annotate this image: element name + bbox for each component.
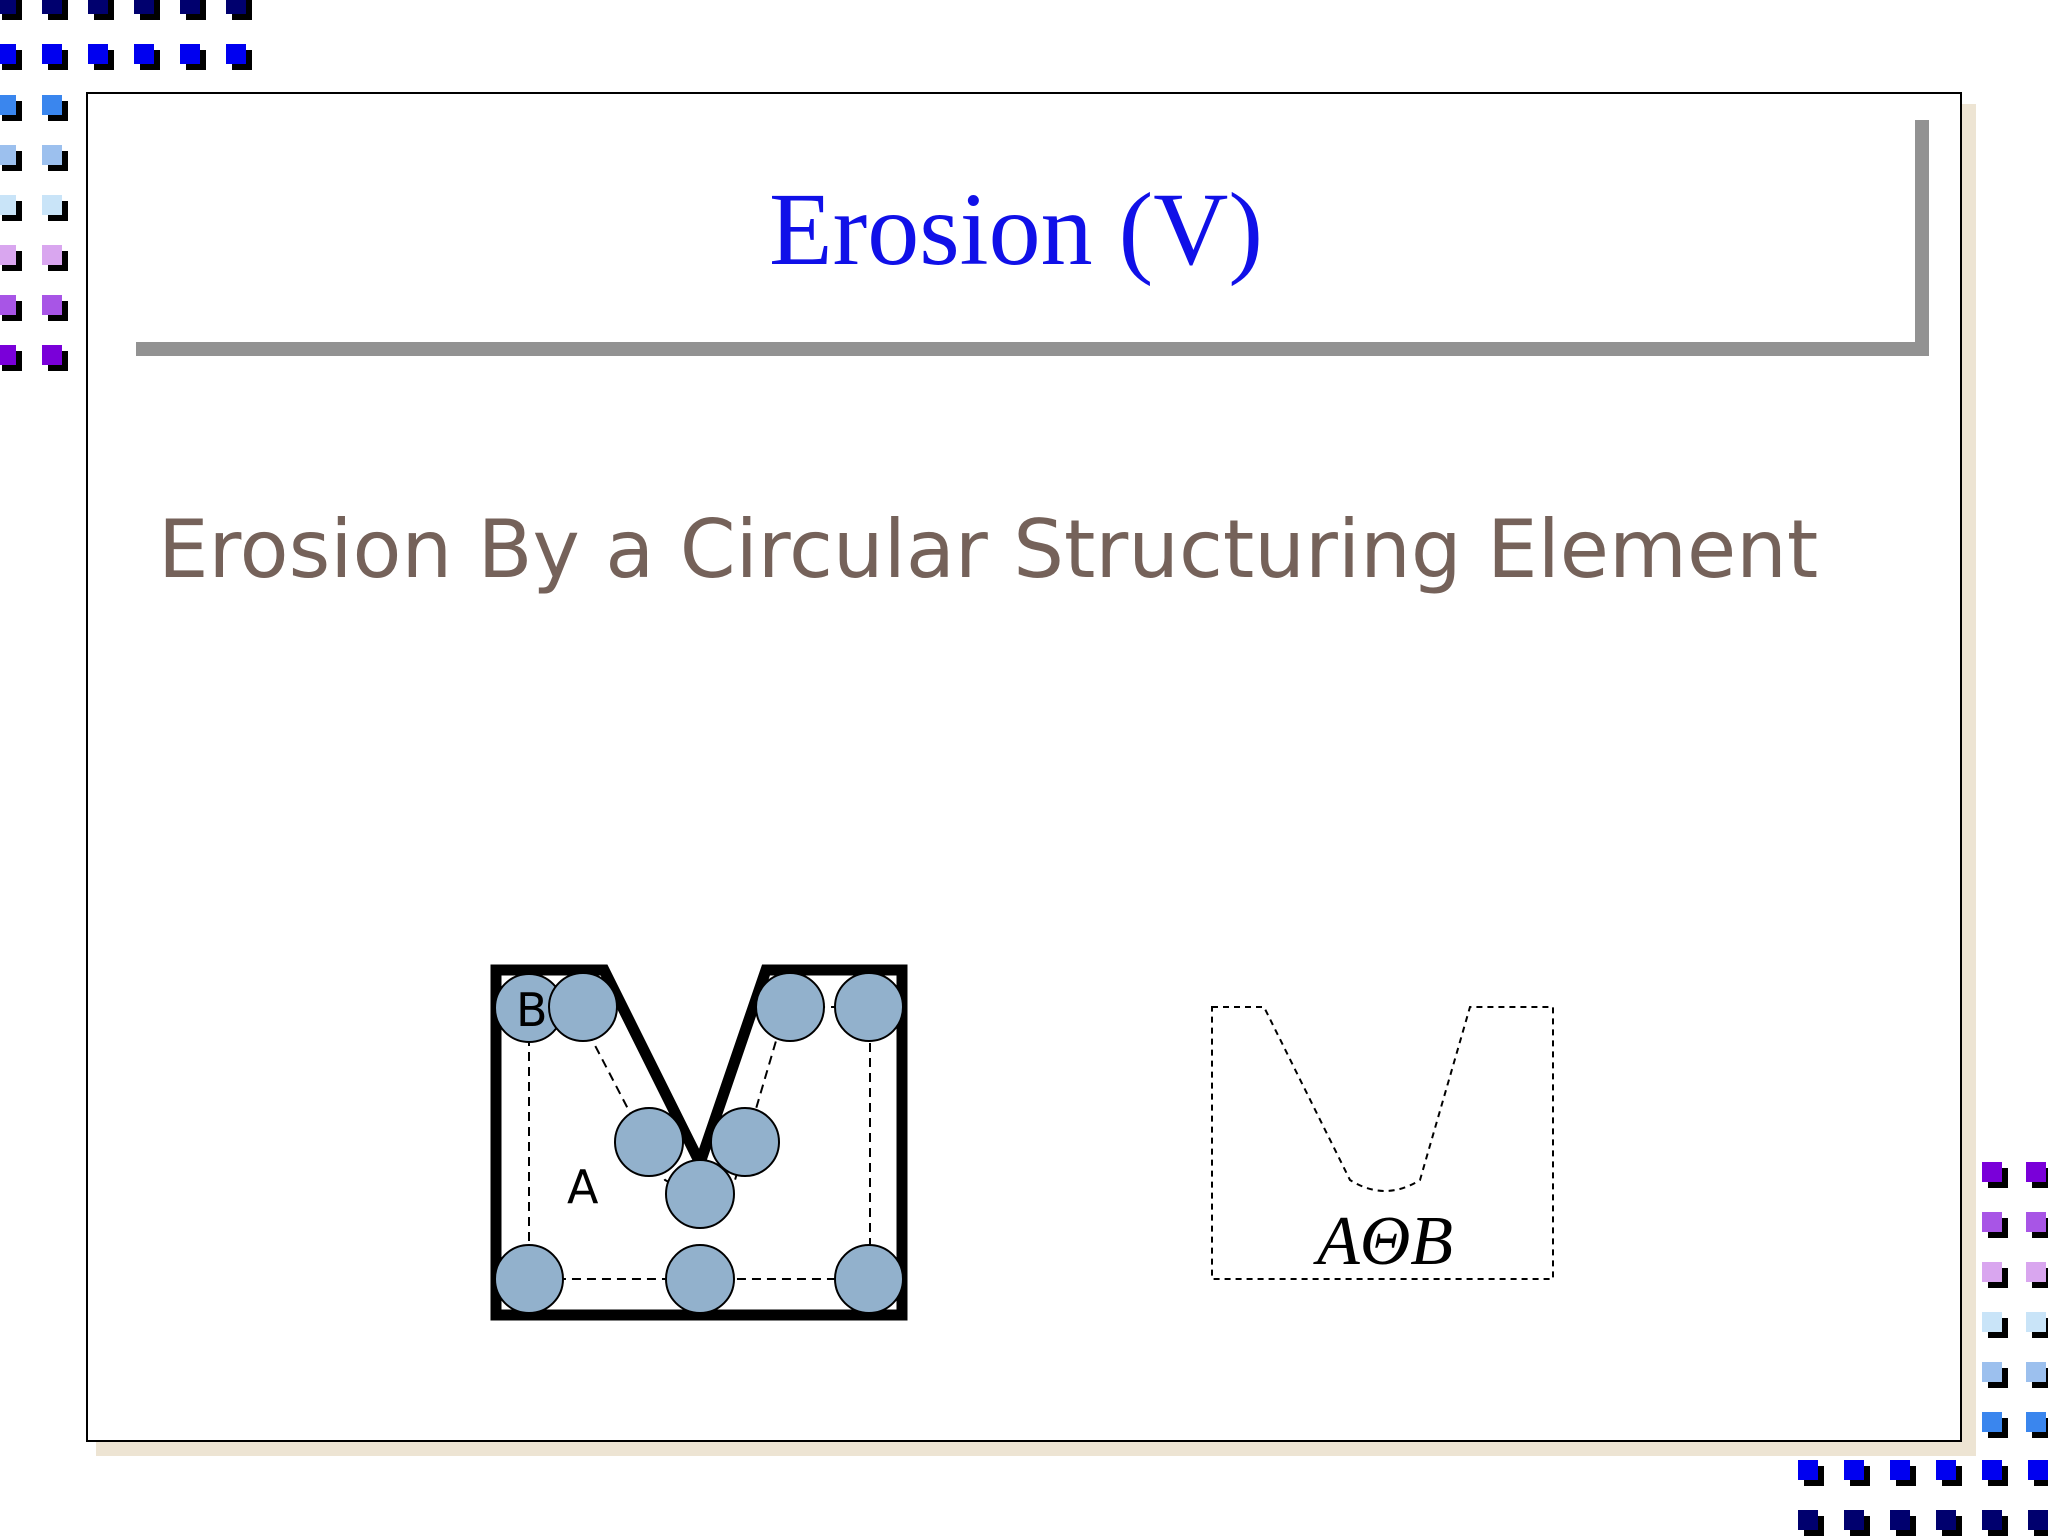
disk [710, 1107, 780, 1177]
set-a-outline [490, 964, 908, 1321]
result-formula-label: AΘB [1313, 1203, 1453, 1280]
decorative-square [1982, 1412, 2008, 1438]
disk [834, 972, 904, 1042]
decorative-square [0, 0, 22, 20]
decorative-square [1798, 1510, 1824, 1536]
decorative-square [2026, 1312, 2048, 1338]
disk [834, 1244, 904, 1314]
decorative-square [42, 44, 68, 70]
decorative-square [226, 44, 252, 70]
decorative-square [1844, 1510, 1870, 1536]
decorative-square [1982, 1362, 2008, 1388]
decorative-square [2026, 1162, 2048, 1188]
disk [665, 1159, 735, 1229]
decorative-square [2028, 1510, 2048, 1536]
decorative-square [42, 145, 68, 171]
decorative-square [1982, 1262, 2008, 1288]
decorative-square [2026, 1262, 2048, 1288]
decorative-square [1890, 1510, 1916, 1536]
decorative-square [42, 195, 68, 221]
decorative-square [1982, 1162, 2008, 1188]
decorative-square [0, 195, 22, 221]
decorative-square [180, 44, 206, 70]
structuring-element-disks [494, 972, 904, 1314]
decorative-square [42, 295, 68, 321]
decorative-square [134, 44, 160, 70]
decorative-square [0, 295, 22, 321]
decorative-square [2028, 1460, 2048, 1486]
eroded-result-outline [1211, 1006, 1554, 1280]
decorative-square [1890, 1460, 1916, 1486]
decorative-square [42, 245, 68, 271]
slide-title: Erosion (V) [769, 172, 1263, 287]
decorative-square [134, 0, 160, 20]
decorative-square [0, 95, 22, 121]
decorative-square [1798, 1460, 1824, 1486]
decorative-square [0, 345, 22, 371]
decorative-square [226, 0, 252, 20]
label-a: A [567, 1160, 599, 1214]
title-rule-horizontal [136, 342, 1929, 356]
disk [614, 1107, 684, 1177]
decorative-square [1936, 1510, 1962, 1536]
disk [755, 972, 825, 1042]
decorative-square [1982, 1510, 2008, 1536]
decorative-square [2026, 1362, 2048, 1388]
decorative-square [1982, 1212, 2008, 1238]
decorative-square [42, 345, 68, 371]
slide-frame [86, 92, 1962, 1442]
decorative-square [180, 0, 206, 20]
decorative-square [1844, 1460, 1870, 1486]
decorative-square [42, 95, 68, 121]
decorative-square [0, 245, 22, 271]
decorative-square [1982, 1460, 2008, 1486]
title-rule-vertical [1915, 120, 1929, 356]
eroded-region-outline-in-a [528, 1006, 871, 1280]
decorative-square [1936, 1460, 1962, 1486]
decorative-square [88, 0, 114, 20]
decorative-square [42, 0, 68, 20]
disk [665, 1244, 735, 1314]
decorative-square [0, 145, 22, 171]
decorative-square [1982, 1312, 2008, 1338]
disk [548, 972, 618, 1042]
disk [494, 1244, 564, 1314]
label-b: B [516, 983, 548, 1037]
decorative-square [0, 44, 22, 70]
decorative-square [88, 44, 114, 70]
slide-subtitle: Erosion By a Circular Structuring Elemen… [158, 503, 1819, 596]
decorative-square [2026, 1412, 2048, 1438]
decorative-square [2026, 1212, 2048, 1238]
